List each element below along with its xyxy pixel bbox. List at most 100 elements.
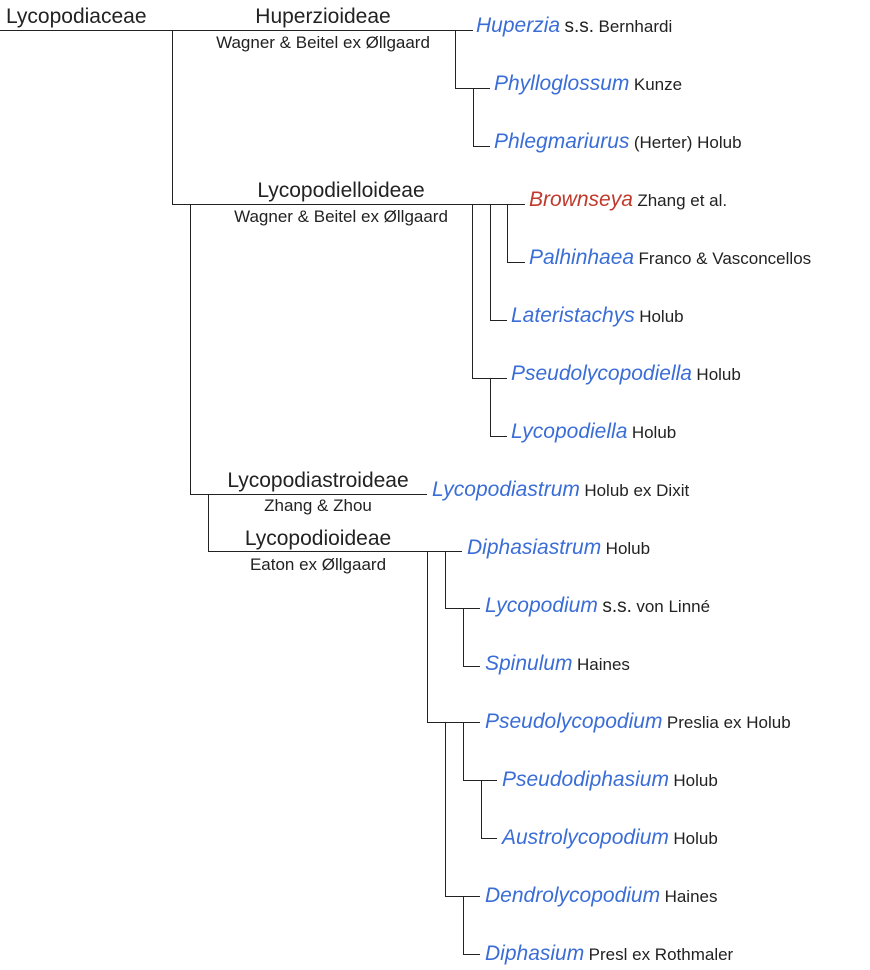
family-name: Lycopodiaceae [6,5,147,28]
genus-palhinhaea: Palhinhaea Franco & Vasconcellos [529,246,811,272]
branch [463,780,497,781]
branch [490,204,491,320]
genus-author: Kunze [633,75,683,94]
genus-lycopodium: Lycopodium s.s. von Linné [485,594,710,620]
branch [463,896,464,954]
branch [481,780,482,838]
genus-name: Pseudolycopodium [485,710,663,733]
subfamily-huperzioideae: Huperzioideae Wagner & Beitel ex Øllgaar… [192,5,454,54]
genus-huperzia: Huperzia s.s. Bernhardi [476,14,672,40]
subfamily-name: Lycopodielloideae [257,179,425,202]
branch [455,30,456,88]
genus-author: Preslia ex Holub [666,713,791,732]
genus-austrolycopodium: Austrolycopodium Holub [502,826,718,852]
genus-pseudolycopodiella: Pseudolycopodiella Holub [511,362,741,388]
branch [490,378,491,436]
genus-name: Diphasiastrum [467,536,602,559]
genus-author: Holub ex Dixit [584,481,690,500]
subfamily-author: Eaton ex Øllgaard [249,555,387,574]
genus-diphasium: Diphasium Presl ex Rothmaler [485,942,733,968]
branch [190,204,191,494]
genus-author: Franco & Vasconcellos [638,249,812,268]
genus-name: Pseudodiphasium [502,768,669,791]
subfamily-author: Wagner & Beitel ex Øllgaard [234,207,448,226]
genus-author: Zhang et al. [637,191,728,210]
genus-author: Holub [639,307,684,326]
genus-author: Presl ex Rothmaler [588,945,734,964]
family-label: Lycopodiaceae [6,5,147,29]
genus-name: Lateristachys [511,304,635,327]
branch [472,378,507,379]
branch [427,722,480,723]
genus-name: Austrolycopodium [502,826,669,849]
genus-name: Dendrolycopodium [485,884,661,907]
genus-author: Bernhardi [598,17,673,36]
branch-lycopodiastroideae [190,494,427,495]
genus-name: Phylloglossum [494,72,630,95]
genus-pseudolycopodium: Pseudolycopodium Preslia ex Holub [485,710,791,736]
subfamily-lycopodioideae: Lycopodioideae Eaton ex Øllgaard [208,527,428,576]
branch [463,954,480,955]
qualifier: s.s. [602,596,632,617]
branch [208,494,209,551]
genus-pseudodiphasium: Pseudodiphasium Holub [502,768,718,794]
branch [507,204,508,262]
branch [473,146,490,147]
subfamily-name: Lycopodiastroideae [227,469,409,492]
genus-author: Haines [664,887,718,906]
genus-author: Haines [577,655,630,674]
genus-name: Phlegmariurus [494,130,630,153]
genus-name: Brownseya [529,188,633,211]
branch [445,551,446,608]
genus-author: Holub [605,539,651,558]
branch [490,320,507,321]
genus-diphasiastrum: Diphasiastrum Holub [467,536,650,562]
genus-name: Palhinhaea [529,246,635,269]
branch [463,666,480,667]
genus-author: Holub [696,365,741,384]
branch-lycopodielloideae [172,204,525,205]
genus-author: Holub [631,423,677,442]
branch [445,608,480,609]
genus-phylloglossum: Phylloglossum Kunze [494,72,682,98]
genus-name: Spinulum [485,652,573,675]
branch [463,608,464,666]
branch [472,204,473,378]
genus-author: von Linné [636,597,711,616]
genus-name: Lycopodiella [511,420,628,443]
genus-phlegmariurus: Phlegmariurus (Herter) Holub [494,130,742,156]
genus-spinulum: Spinulum Haines [485,652,630,678]
genus-lycopodiastrum: Lycopodiastrum Holub ex Dixit [432,478,689,504]
subfamily-author: Wagner & Beitel ex Øllgaard [216,33,430,52]
genus-lycopodiella: Lycopodiella Holub [511,420,676,446]
genus-author: Holub [673,829,718,848]
branch-lycopodioideae [208,551,462,552]
branch [481,838,497,839]
branch-root-huperzioideae [0,30,473,31]
subfamily-lycopodiastroideae: Lycopodiastroideae Zhang & Zhou [208,469,428,517]
branch [427,551,428,722]
genus-name: Lycopodiastrum [432,478,580,501]
branch [490,436,507,437]
genus-name: Huperzia [476,14,561,37]
branch [473,88,474,146]
genus-name: Diphasium [485,942,585,965]
subfamily-name: Lycopodioideae [244,527,392,550]
subfamily-name: Huperzioideae [255,5,391,28]
branch [445,896,480,897]
subfamily-lycopodielloideae: Lycopodielloideae Wagner & Beitel ex Øll… [210,179,472,228]
branch [445,722,446,896]
genus-lateristachys: Lateristachys Holub [511,304,684,330]
genus-name: Lycopodium [485,594,598,617]
genus-name: Pseudolycopodiella [511,362,692,385]
genus-dendrolycopodium: Dendrolycopodium Haines [485,884,717,910]
genus-author: Holub [673,771,718,790]
subfamily-author: Zhang & Zhou [264,496,372,515]
branch [172,30,173,205]
branch [455,88,490,89]
genus-author: (Herter) Holub [633,133,742,152]
genus-brownseya: Brownseya Zhang et al. [529,188,727,214]
branch [463,722,464,780]
qualifier: s.s. [564,16,595,37]
